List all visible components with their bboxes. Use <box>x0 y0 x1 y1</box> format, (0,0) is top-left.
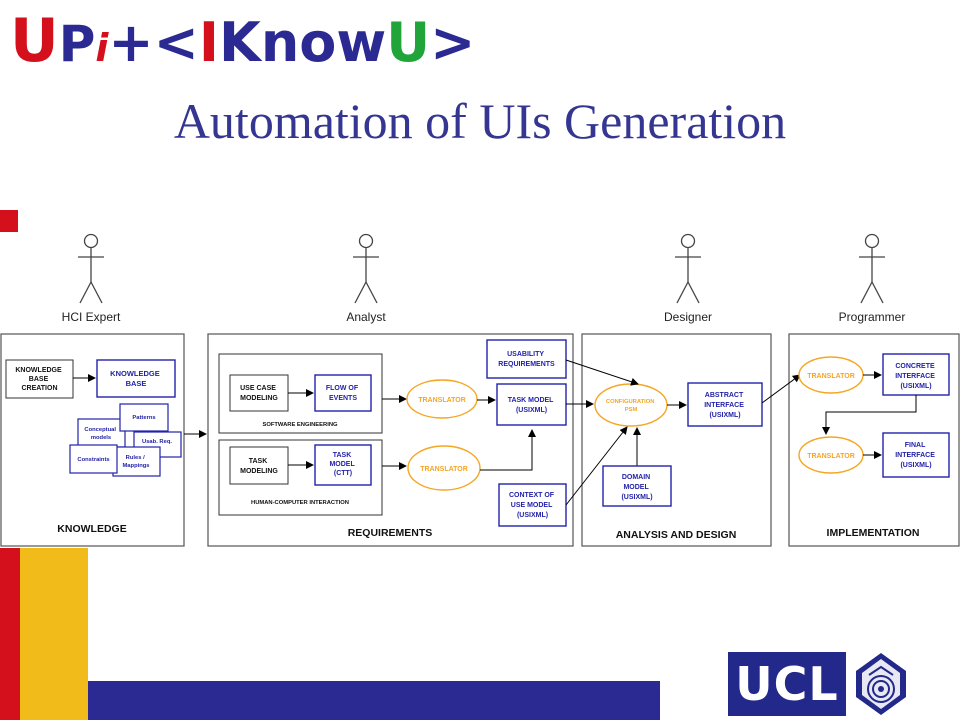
ucl-logo: UCL <box>728 652 846 716</box>
conceptual-models-card <box>77 418 126 448</box>
task-model-usixml-label: TASK MODEL (USIXML) <box>508 397 556 414</box>
panel-title-implementation: IMPLEMENTATION <box>827 527 920 539</box>
context-of-use-model-box <box>498 483 567 527</box>
flow-of-events-label: FLOW OF EVENTS <box>326 385 360 402</box>
patterns-card <box>119 403 169 432</box>
final-interface-box <box>882 432 950 478</box>
task-model-ctt-label: TASK MODEL (CTT) <box>329 452 356 477</box>
task-modeling-box <box>229 446 289 485</box>
use-case-modeling-label: USE CASE MODELING <box>240 385 278 402</box>
translator-ellipse-req-1 <box>406 379 478 419</box>
domain-model-box <box>602 465 672 507</box>
logo-plus: + <box>108 11 154 74</box>
abstract-interface-label: ABSTRACT INTERFACE (USIXML) <box>704 392 746 419</box>
configuration-psm-ellipse <box>594 383 668 427</box>
final-interface-label: FINAL INTERFACE (USIXML) <box>895 442 937 469</box>
logo-letter-u: U <box>10 6 59 76</box>
arrow-usability-to-config <box>565 359 639 386</box>
knowledge-base-box <box>96 359 176 398</box>
page-title: Automation of UIs Generation <box>173 93 787 149</box>
actor-analyst <box>353 233 379 304</box>
actor-programmer <box>859 233 885 304</box>
knowledge-base-label: KNOWLEDGE BASE <box>110 369 162 388</box>
blue-bar-decoration <box>88 681 660 720</box>
translator-label-impl-2: TRANSLATOR <box>807 453 855 460</box>
flow-of-events-box <box>314 374 372 412</box>
panel-title-knowledge: KNOWLEDGE <box>57 523 126 535</box>
kb-creation-label: KNOWLEDGE BASE CREATION <box>15 367 63 392</box>
constraints-label: Constraints <box>77 457 109 463</box>
logo-letter-i2: I <box>198 11 220 74</box>
translator-ellipse-req-2 <box>407 445 481 491</box>
kb-creation-box <box>5 359 74 399</box>
rules-mappings-card <box>112 446 161 477</box>
panel-title-analysis-design: ANALYSIS AND DESIGN <box>616 529 737 541</box>
yellow-bar-decoration <box>20 548 88 720</box>
logo-letter-i: i <box>95 26 109 70</box>
constraints-card <box>69 444 118 474</box>
actor-hci-expert <box>78 233 104 304</box>
arrow-concrete-to-translator2 <box>822 395 917 435</box>
actor-label-programmer: Programmer <box>839 310 906 324</box>
arrow-context-to-config <box>565 426 628 506</box>
arrow-abstract-to-translator <box>761 374 801 404</box>
software-engineering-label: SOFTWARE ENGINEERING <box>262 422 338 428</box>
use-case-modeling-box <box>229 374 289 412</box>
actor-designer <box>675 233 701 304</box>
actor-label-designer: Designer <box>664 310 712 324</box>
usability-requirements-label: USABILITY REQUIREMENTS <box>498 351 555 368</box>
domain-model-label: DOMAIN MODEL (USIXML) <box>621 474 652 501</box>
translator-label-req-1: TRANSLATOR <box>418 397 466 404</box>
red-bar-decoration <box>0 548 20 720</box>
abstract-interface-box <box>687 382 763 427</box>
red-square-decoration <box>0 210 18 232</box>
translator-label-impl-1: TRANSLATOR <box>807 373 855 380</box>
context-of-use-model-label: CONTEXT OF USE MODEL (USIXML) <box>509 492 556 519</box>
task-modeling-label: TASK MODELING <box>240 458 278 475</box>
ucl-emblem-icon <box>856 653 906 715</box>
translator-label-req-2: TRANSLATOR <box>420 466 468 473</box>
conceptual-models-label: Conceptual models <box>84 427 117 441</box>
task-model-ctt-box <box>314 444 372 486</box>
hci-label: HUMAN-COMPUTER INTERACTION <box>251 500 349 506</box>
configuration-psm-label: CONFIGURATION PSM <box>606 399 656 413</box>
rules-mappings-label: Rules / Mappings <box>122 455 149 469</box>
panel-title-requirements: REQUIREMENTS <box>348 527 433 539</box>
logo-know: Know <box>219 11 387 74</box>
logo-lt: < <box>153 11 199 74</box>
actor-label-hci-expert: HCI Expert <box>62 310 121 324</box>
actor-label-analyst: Analyst <box>346 310 386 324</box>
usability-requirements-box <box>486 339 567 379</box>
logo-letter-p: P <box>58 15 96 73</box>
upi-iknowu-logo: UPi +<IKnowU> <box>10 6 475 76</box>
panel-analysis-design <box>581 333 772 547</box>
logo-letter-u2: U <box>386 11 431 74</box>
concrete-interface-label: CONCRETE INTERFACE (USIXML) <box>895 363 937 390</box>
usab-req-label: Usab. Req. <box>142 439 172 445</box>
task-model-usixml-box <box>496 383 567 426</box>
logo-gt: > <box>430 11 476 74</box>
arrow-translator2-to-taskusixml <box>480 429 536 471</box>
patterns-label: Patterns <box>132 415 155 421</box>
